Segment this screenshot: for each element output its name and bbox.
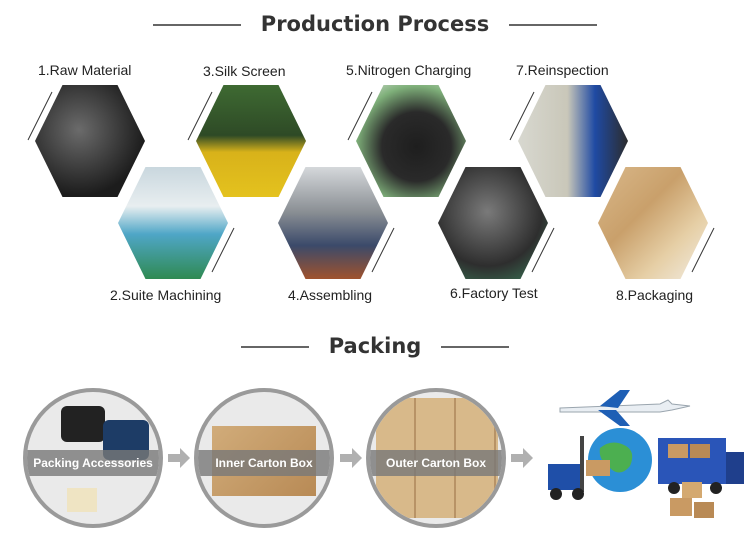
hex-photo-nitrogen-charging bbox=[356, 85, 466, 197]
packing-accessories-label: Packing Accessories bbox=[27, 450, 159, 476]
step-label-factory-test: 6.Factory Test bbox=[450, 285, 538, 301]
packing-accessories-circle: Packing Accessories bbox=[23, 388, 163, 528]
packing-rule-left bbox=[241, 346, 310, 348]
card-image bbox=[67, 488, 97, 512]
step-label-packaging: 8.Packaging bbox=[616, 287, 694, 303]
cardboard-boxes bbox=[670, 482, 714, 518]
hex-photo-reinspection bbox=[518, 85, 628, 197]
arrow-right-icon bbox=[340, 448, 362, 468]
packing-rule-right bbox=[440, 346, 509, 348]
hex-photo-packaging bbox=[598, 167, 708, 279]
inner-carton-label: Inner Carton Box bbox=[198, 450, 330, 476]
step-label-raw-material: 1.Raw Material bbox=[38, 62, 132, 78]
production-title-text: Production Process bbox=[260, 12, 490, 36]
title-rule-left bbox=[153, 24, 242, 26]
truck-icon bbox=[658, 438, 744, 494]
step-label-silk-screen: 3.Silk Screen bbox=[203, 63, 286, 79]
outer-carton-label: Outer Carton Box bbox=[370, 450, 502, 476]
production-process-title: Production Process bbox=[0, 12, 750, 36]
outer-carton-circle: Outer Carton Box bbox=[366, 388, 506, 528]
step-label-reinspection: 7.Reinspection bbox=[516, 62, 609, 78]
hex-decor-lines bbox=[27, 91, 715, 273]
arrow-right-icon bbox=[511, 448, 533, 468]
step-label-nitrogen-charging: 5.Nitrogen Charging bbox=[346, 62, 472, 78]
shipping-illustration bbox=[548, 390, 744, 518]
inner-carton-circle: Inner Carton Box bbox=[194, 388, 334, 528]
packing-title-text: Packing bbox=[328, 334, 422, 358]
airplane-icon bbox=[559, 390, 691, 426]
title-rule-right bbox=[508, 24, 597, 26]
binocular-image bbox=[61, 406, 105, 442]
step-label-suite-machining: 2.Suite Machining bbox=[110, 287, 222, 303]
hex-photo-suite-machining bbox=[118, 167, 228, 279]
arrow-right-icon bbox=[168, 448, 190, 468]
packing-title: Packing bbox=[0, 334, 750, 358]
step-label-assembling: 4.Assembling bbox=[288, 287, 373, 303]
hex-photo-raw-material bbox=[35, 85, 145, 197]
forklift-icon bbox=[548, 436, 610, 500]
hex-photo-assembling bbox=[278, 167, 388, 279]
hex-photo-factory-test bbox=[438, 167, 548, 279]
hex-photo-silk-screen bbox=[196, 85, 306, 197]
